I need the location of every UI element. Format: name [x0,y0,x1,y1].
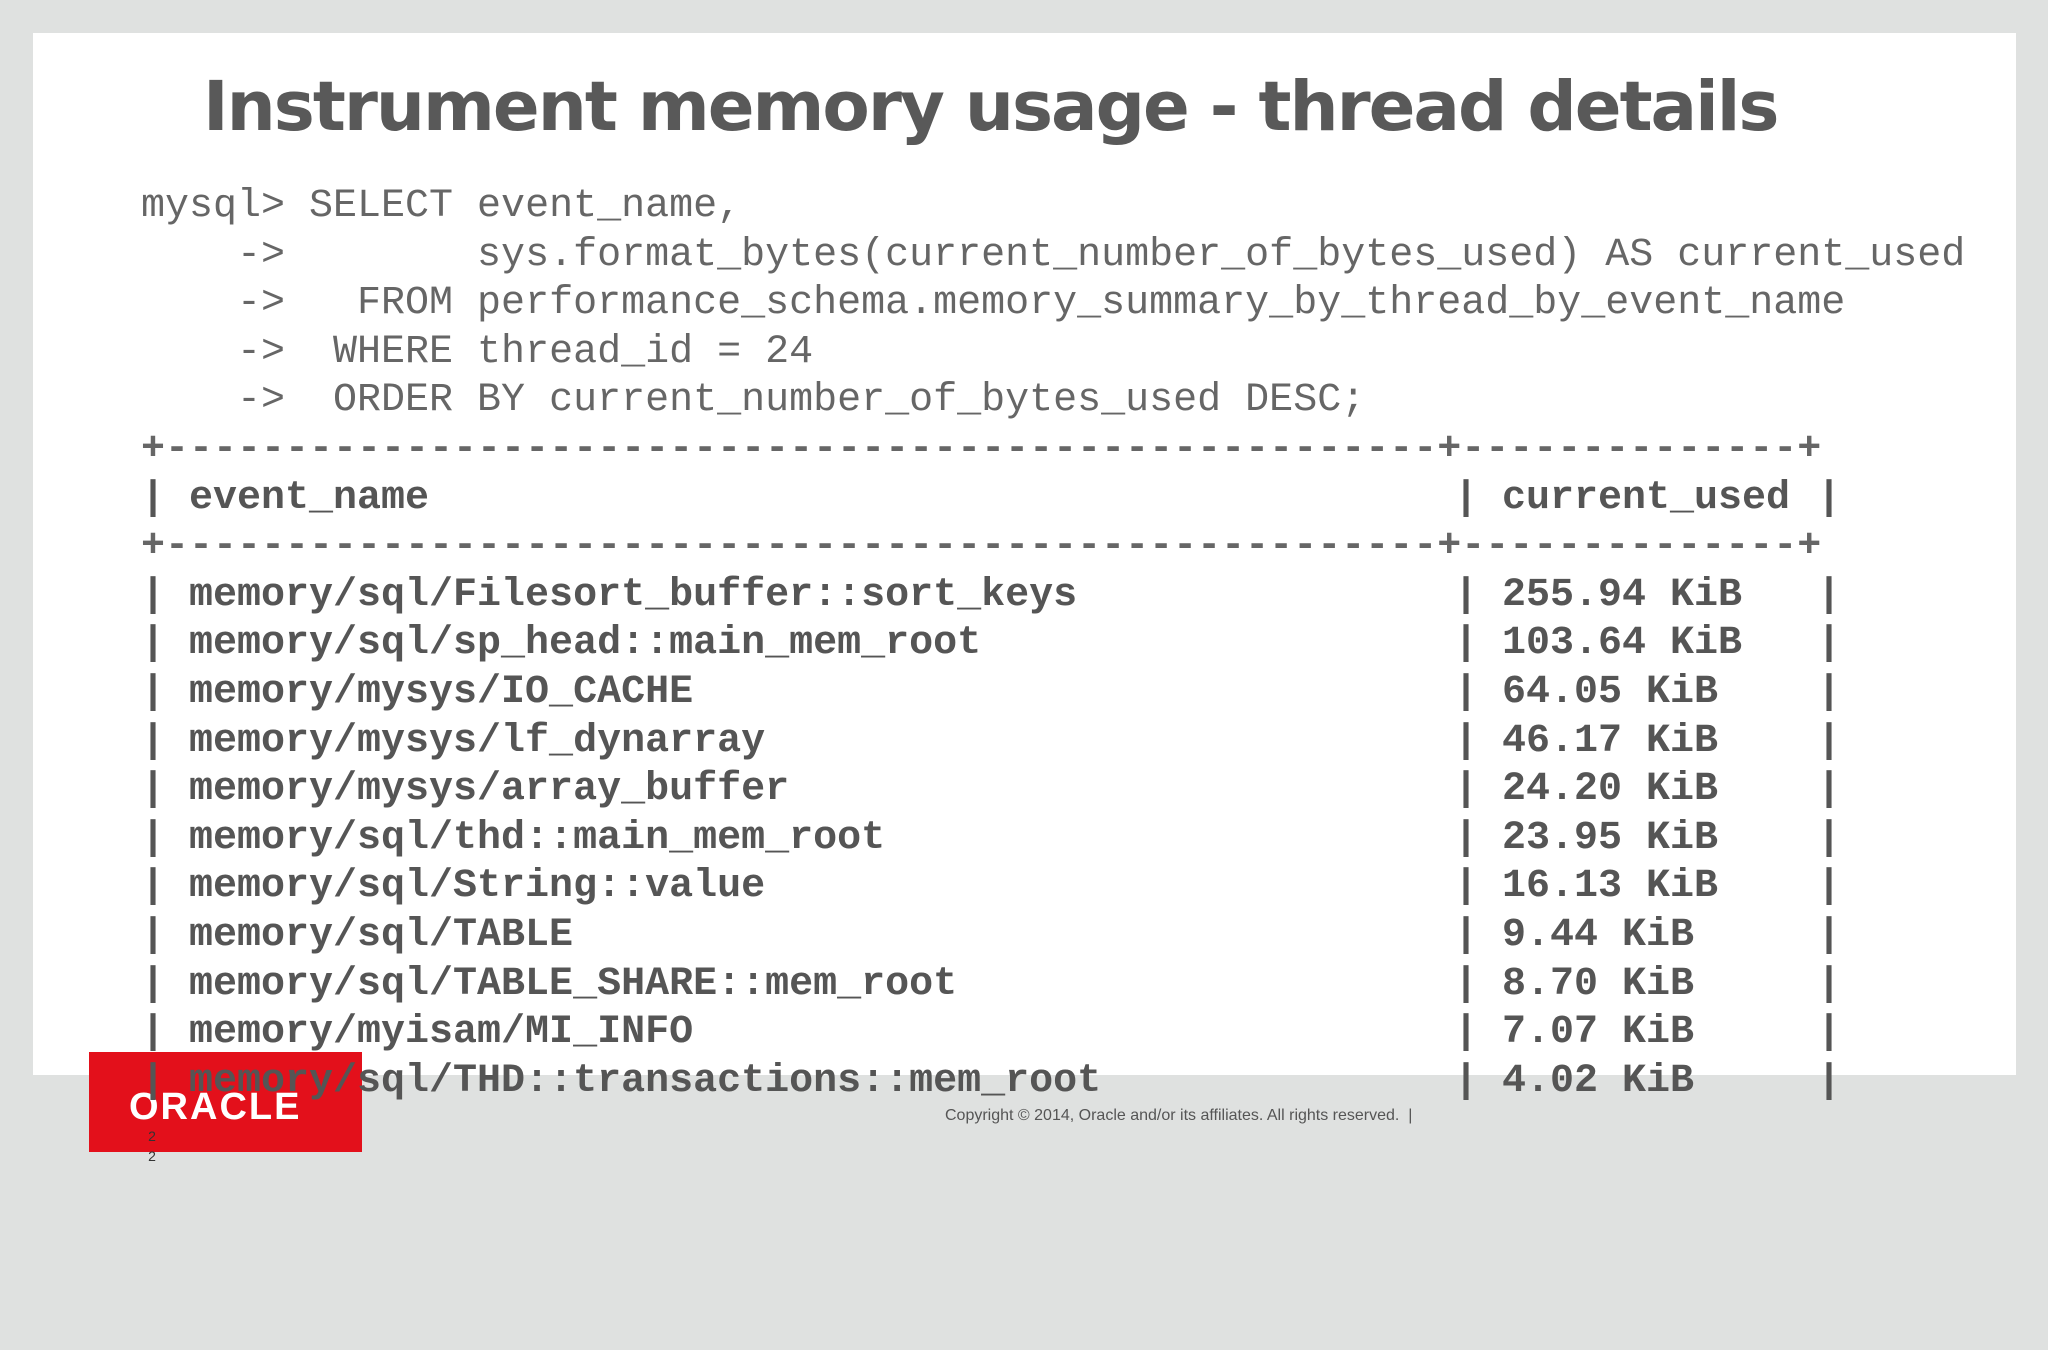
current-used-cell: 64.05 KiB [1502,670,1719,715]
current-used-cell: 255.94 KiB [1502,573,1743,618]
table-row: | memory/sql/TABLE | 9.44 KiB | [141,912,1841,961]
event-name-cell: memory/sql/thd::main_mem_root [189,816,886,861]
query-line: -> sys.format_bytes(current_number_of_by… [141,232,1966,278]
table-pipe: | [1454,913,1479,958]
table-pipe: | [1454,864,1479,909]
column-header-event-name: event_name [189,476,430,521]
event-name-cell: memory/myisam/MI_INFO [189,1010,694,1055]
table-pipe: | [141,962,166,1007]
oracle-logo-text: ORACLE [129,1086,302,1128]
table-pipe: | [1454,1010,1479,1055]
table-pipe: | [1454,621,1479,666]
event-name-cell: memory/sql/String::value [189,864,766,909]
event-name-cell: memory/sql/Filesort_buffer::sort_keys [189,573,1078,618]
event-name-cell: memory/mysys/IO_CACHE [189,670,694,715]
event-name-cell: memory/mysys/lf_dynarray [189,719,766,764]
table-pipe: | [1454,1059,1479,1104]
current-used-cell: 23.95 KiB [1502,816,1719,861]
table-header-border: +---------------------------------------… [141,524,1822,569]
table-pipe: | [141,719,166,764]
oracle-logo: ORACLE 22 [89,1052,362,1164]
event-name-cell: memory/sql/TABLE [189,913,574,958]
slide: Instrument memory usage - thread details [33,33,2016,1075]
query-line: -> FROM performance_schema.memory_summar… [141,281,1846,327]
table-pipe: | [1454,476,1479,521]
table-pipe: | [1817,719,1842,764]
current-used-cell: 103.64 KiB [1502,621,1743,666]
table-pipe: | [1817,670,1842,715]
query-line: -> WHERE thread_id = 24 [141,329,814,375]
table-row: | memory/myisam/MI_INFO | 7.07 KiB | [141,1009,1841,1058]
event-name-cell: memory/sql/sp_head::main_mem_root [189,621,982,666]
slide-title: Instrument memory usage - thread details [203,67,1779,147]
table-top-border: +---------------------------------------… [141,427,1822,472]
table-pipe: | [1454,670,1479,715]
query-line: -> ORDER BY current_number_of_bytes_used… [141,378,1366,424]
table-pipe: | [141,816,166,861]
table-pipe: | [1817,621,1842,666]
current-used-cell: 4.02 KiB [1502,1059,1695,1104]
table-row: | memory/sql/Filesort_buffer::sort_keys … [141,572,1841,621]
column-header-current-used: current_used [1502,476,1791,521]
table-row: | memory/mysys/IO_CACHE | 64.05 KiB | [141,669,1841,718]
table-pipe: | [141,767,166,812]
table-pipe: | [1817,476,1842,521]
table-row: | memory/sql/String::value | 16.13 KiB | [141,863,1841,912]
table-row: | memory/sql/sp_head::main_mem_root | 10… [141,620,1841,669]
current-used-cell: 46.17 KiB [1502,719,1719,764]
copyright-notice: Copyright © 2014, Oracle and/or its affi… [945,1107,1413,1124]
table-pipe: | [141,913,166,958]
table-pipe: | [1817,864,1842,909]
table-row: | memory/sql/TABLE_SHARE::mem_root | 8.7… [141,961,1841,1010]
table-pipe: | [1817,816,1842,861]
current-used-cell: 24.20 KiB [1502,767,1719,812]
table-pipe: | [141,670,166,715]
table-pipe: | [141,1010,166,1055]
table-pipe: | [1817,962,1842,1007]
table-pipe: | [1454,767,1479,812]
event-name-cell: memory/sql/TABLE_SHARE::mem_root [189,962,958,1007]
table-pipe: | [141,573,166,618]
table-pipe: | [1454,816,1479,861]
current-used-cell: 16.13 KiB [1502,864,1719,909]
table-row: | memory/sql/THD::transactions::mem_root… [141,1058,1841,1107]
query-line: mysql> SELECT event_name, [141,184,742,229]
table-pipe: | [1817,767,1842,812]
table-pipe: | [1454,719,1479,764]
current-used-cell: 9.44 KiB [1502,913,1695,958]
table-header-row: | event_name | current_used | [141,475,1841,524]
table-pipe: | [1817,1059,1842,1104]
table-pipe: | [141,864,166,909]
table-pipe: | [141,621,166,666]
table-pipe: | [141,1059,166,1104]
table-pipe: | [1454,962,1479,1007]
table-pipe: | [1817,1010,1842,1055]
table-pipe: | [141,476,166,521]
table-row: | memory/sql/thd::main_mem_root | 23.95 … [141,815,1841,864]
table-pipe: | [1817,573,1842,618]
sql-query: mysql> SELECT event_name, -> sys.format_… [141,183,1965,426]
table-pipe: | [1454,573,1479,618]
current-used-cell: 7.07 KiB [1502,1010,1695,1055]
current-used-cell: 8.70 KiB [1502,962,1695,1007]
table-row: | memory/mysys/array_buffer | 24.20 KiB … [141,766,1841,815]
event-name-cell: memory/mysys/array_buffer [189,767,790,812]
table-pipe: | [1817,913,1842,958]
event-name-cell: memory/sql/THD::transactions::mem_root [189,1059,1102,1104]
table-row: | memory/mysys/lf_dynarray | 46.17 KiB | [141,718,1841,767]
